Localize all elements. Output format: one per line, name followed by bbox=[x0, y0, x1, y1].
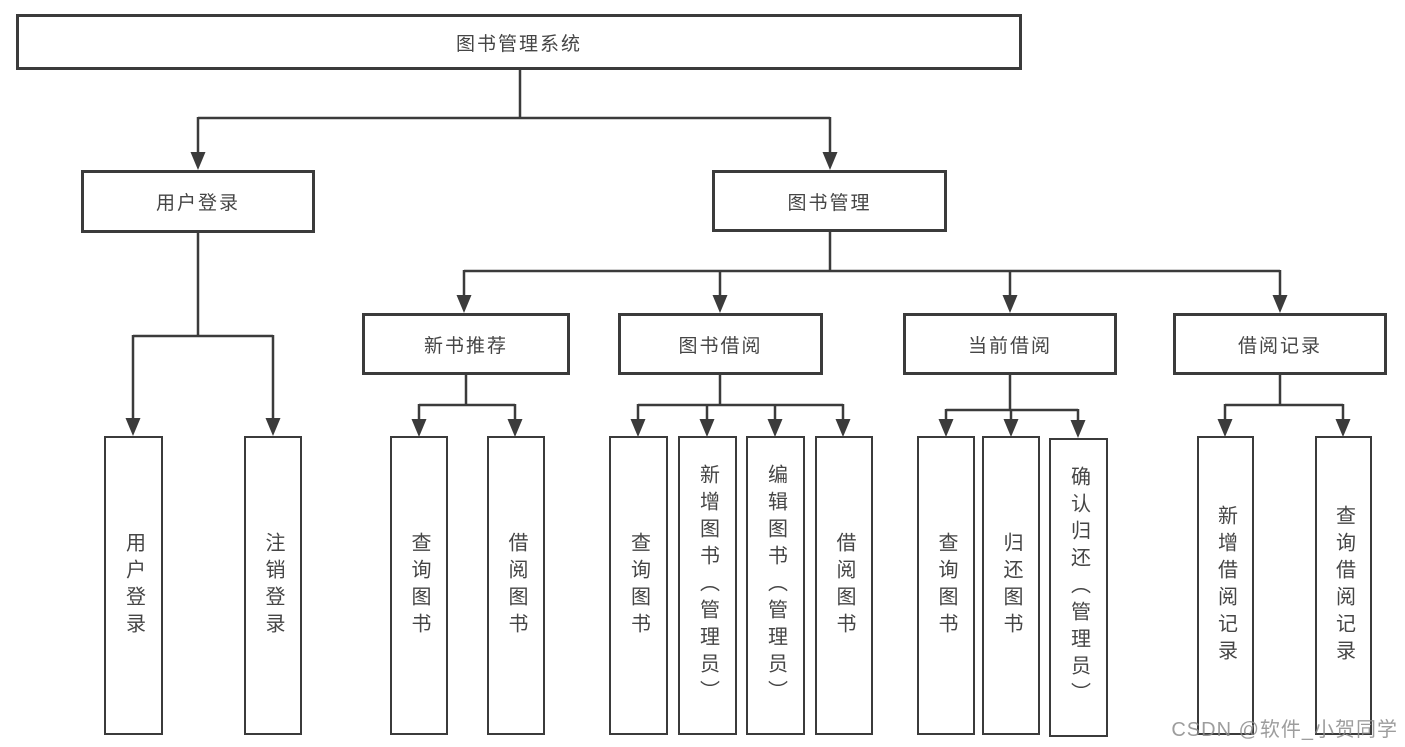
node-book-borrowing: 图书借阅 bbox=[618, 313, 823, 375]
node-leaf-user-login: 用户登录 bbox=[104, 436, 163, 735]
node-leaf-confirm-return-admin: 确认归还（管理员） bbox=[1049, 438, 1108, 737]
node-leaf-edit-books-admin: 编辑图书（管理员） bbox=[746, 436, 805, 735]
node-leaf-query-books-2: 查询图书 bbox=[609, 436, 668, 735]
node-leaf-query-borrow-record: 查询借阅记录 bbox=[1315, 436, 1372, 735]
node-book-management-module: 图书管理 bbox=[712, 170, 947, 232]
node-current-borrowing: 当前借阅 bbox=[903, 313, 1117, 375]
node-new-book-recommendation: 新书推荐 bbox=[362, 313, 570, 375]
node-leaf-query-books-1: 查询图书 bbox=[390, 436, 448, 735]
node-leaf-query-books-3: 查询图书 bbox=[917, 436, 975, 735]
node-borrowing-records: 借阅记录 bbox=[1173, 313, 1387, 375]
csdn-watermark: CSDN @软件_小贺同学 bbox=[1171, 719, 1398, 741]
node-leaf-add-books-admin: 新增图书（管理员） bbox=[678, 436, 737, 735]
node-leaf-logout: 注销登录 bbox=[244, 436, 302, 735]
node-library-management-system: 图书管理系统 bbox=[16, 14, 1022, 70]
node-leaf-borrow-books-2: 借阅图书 bbox=[815, 436, 873, 735]
node-leaf-borrow-books-1: 借阅图书 bbox=[487, 436, 545, 735]
node-leaf-return-books: 归还图书 bbox=[982, 436, 1040, 735]
node-user-login-module: 用户登录 bbox=[81, 170, 315, 233]
node-leaf-add-borrow-record: 新增借阅记录 bbox=[1197, 436, 1254, 735]
arrowheads bbox=[125, 152, 1351, 438]
